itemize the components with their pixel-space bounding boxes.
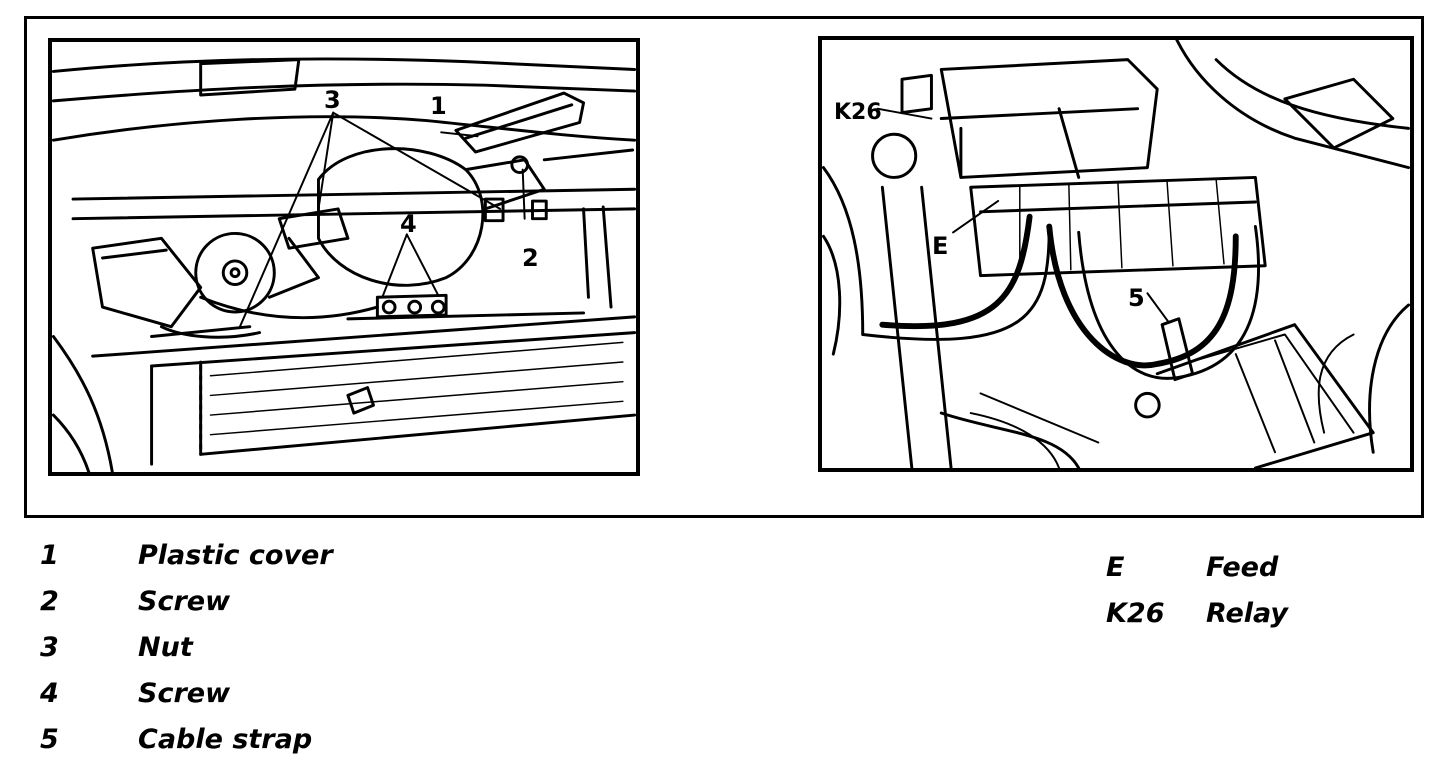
legend-code: E: [1106, 552, 1125, 583]
callout-2: 2: [522, 244, 539, 272]
left-illustration-panel: 3 1 4 2: [48, 38, 640, 476]
legend-number: 1: [40, 540, 59, 571]
callout-1: 1: [430, 92, 447, 120]
legend-label: Plastic cover: [138, 540, 333, 571]
legend-label: Screw: [138, 586, 231, 617]
legend-label: Screw: [138, 678, 231, 709]
callout-5: 5: [1128, 284, 1145, 312]
right-illustration-panel: K26 E 5: [818, 36, 1414, 472]
legend-label: Nut: [138, 632, 193, 663]
legend-number: 2: [40, 586, 59, 617]
legend-code: K26: [1106, 598, 1165, 629]
legend-number: 5: [40, 724, 59, 755]
legend-label: Cable strap: [138, 724, 313, 755]
legend-label: Relay: [1206, 598, 1289, 629]
relay-harness-drawing: [822, 40, 1410, 468]
legend-label: Feed: [1206, 552, 1279, 583]
legend-number: 4: [40, 678, 59, 709]
figure-frame: [24, 16, 1424, 518]
legend-number: 3: [40, 632, 59, 663]
callout-3: 3: [324, 86, 341, 114]
wiper-motor-drawing: [52, 57, 636, 472]
callout-k26: K26: [834, 100, 882, 125]
callout-e: E: [932, 232, 949, 260]
callout-4: 4: [400, 210, 417, 238]
